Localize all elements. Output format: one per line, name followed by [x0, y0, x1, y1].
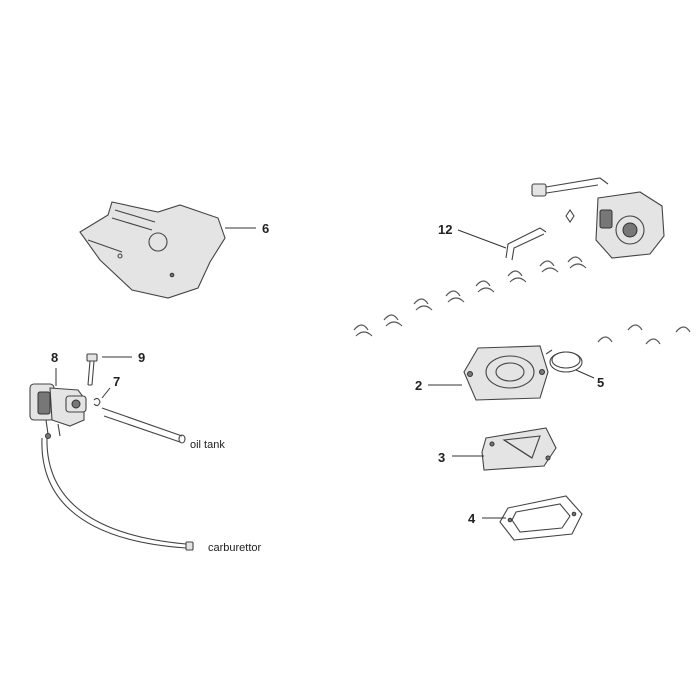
clip-part-7 — [93, 397, 101, 407]
callout-3: 3 — [438, 450, 445, 465]
carburettor-label: carburettor — [208, 542, 262, 554]
reed-valve-part-3 — [481, 427, 557, 471]
intake-manifold-part-2 — [463, 345, 549, 401]
bolt-part-9 — [86, 353, 98, 386]
leader-7 — [101, 387, 111, 399]
oil-tank-label: oil tank — [190, 439, 225, 451]
callout-6: 6 — [262, 221, 269, 236]
gasket-part-4 — [499, 495, 583, 541]
callout-4: 4 — [468, 511, 476, 526]
callout-8: 8 — [51, 350, 58, 365]
callout-5: 5 — [597, 375, 604, 390]
hose-clips-row — [353, 256, 691, 345]
hose-part-12 — [505, 227, 547, 261]
callout-12: 12 — [438, 222, 452, 237]
callout-9: 9 — [138, 350, 145, 365]
callout-7: 7 — [113, 374, 120, 389]
oil-tank-hose — [101, 407, 186, 444]
carburettor-assembly — [531, 177, 665, 259]
plate-part-6 — [79, 201, 226, 299]
leader-5 — [575, 369, 595, 379]
oil-pump-part-8 — [29, 383, 87, 439]
carburettor-hose — [41, 437, 194, 551]
leader-12 — [457, 229, 507, 249]
clamp-part-5 — [545, 349, 583, 373]
callout-2: 2 — [415, 378, 422, 393]
